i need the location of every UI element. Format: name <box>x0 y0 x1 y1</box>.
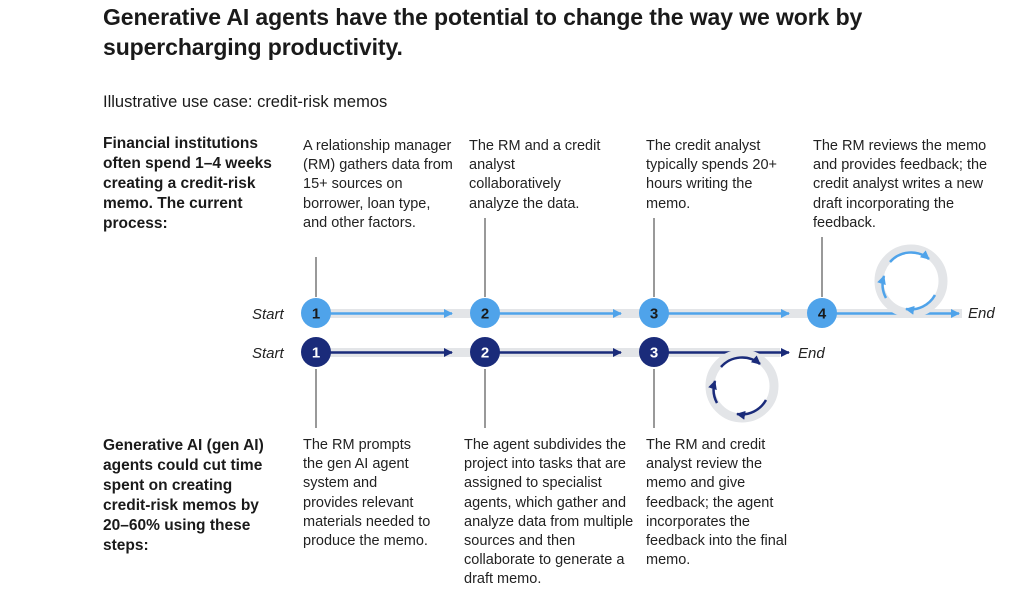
current-step-4-number: 4 <box>818 306 827 323</box>
current-step-1-number: 1 <box>312 306 320 323</box>
current-step-2-number: 2 <box>481 306 489 323</box>
genai-step-3-number: 3 <box>650 345 658 362</box>
page-title: Generative AI agents have the potential … <box>103 4 863 60</box>
genai-process-label: Generative AI (gen AI) agents could cut … <box>103 437 264 554</box>
genai-step-3-text: The RM and credit analyst review the mem… <box>646 437 788 569</box>
current-step-3-number: 3 <box>650 306 658 323</box>
current-step-1-text: A relationship manager (RM) gathers data… <box>303 138 453 231</box>
genai-step-2-marker: 2 <box>470 337 500 367</box>
genai-process-track <box>316 348 790 357</box>
current-start-label: Start <box>252 306 284 323</box>
current-process-label: Financial institutions often spend 1–4 w… <box>103 135 272 232</box>
current-step-3-text: The credit analyst typically spends 20+ … <box>646 138 777 212</box>
current-step-4-text: The RM reviews the memo and provides fee… <box>813 138 988 231</box>
current-step-3-marker: 3 <box>639 298 669 328</box>
current-process-track <box>316 309 962 318</box>
genai-step-1-text: The RM prompts the gen AI agent system a… <box>303 437 431 550</box>
genai-connectors <box>315 369 655 428</box>
current-step-1-marker: 1 <box>301 298 331 328</box>
genai-step-3-marker: 3 <box>639 337 669 367</box>
current-connectors <box>315 218 823 297</box>
subtitle: Illustrative use case: credit-risk memos <box>103 93 388 111</box>
genai-step-1-number: 1 <box>312 345 320 362</box>
genai-step-1-marker: 1 <box>301 337 331 367</box>
current-step-2-marker: 2 <box>470 298 500 328</box>
genai-step-2-number: 2 <box>481 345 489 362</box>
genai-end-label: End <box>798 345 825 362</box>
current-step-4-marker: 4 <box>807 298 837 328</box>
genai-start-label: Start <box>252 345 284 362</box>
genai-feedback-loop <box>705 349 779 423</box>
current-track-bar <box>316 309 962 318</box>
current-end-label: End <box>968 305 995 322</box>
genai-step-2-text: The agent subdivides the project into ta… <box>464 437 634 588</box>
current-step-2-text: The RM and a credit analyst collaborativ… <box>469 138 601 212</box>
current-feedback-loop <box>874 244 948 318</box>
